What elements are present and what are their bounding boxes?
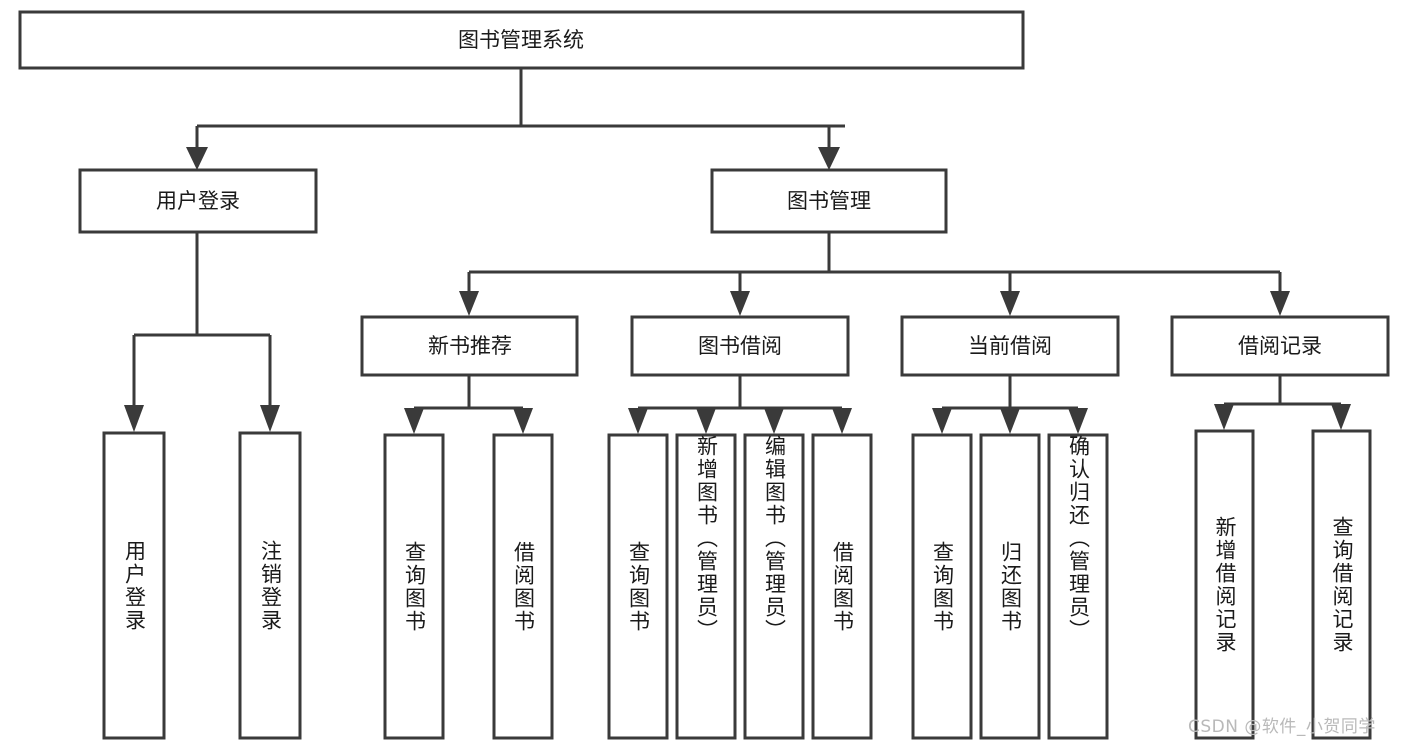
node-new-book-recommend[interactable]: 新书推荐: [360, 315, 579, 377]
leaf-box-bb-edit-book[interactable]: [743, 433, 805, 740]
connector-book-management-to-level3: [459, 232, 1290, 316]
node-current-borrow-label: 当前借阅: [968, 334, 1052, 358]
leaf-box-cb-confirm-return[interactable]: [1047, 433, 1109, 740]
node-book-borrow[interactable]: 图书借阅: [630, 315, 850, 377]
csdn-watermark: CSDN @软件_小贺同学: [1188, 717, 1376, 737]
connector-user-login-to-leaves: [124, 232, 280, 432]
leaf-box-bb-borrow-book[interactable]: [811, 433, 873, 740]
leaf-box-cb-return-book[interactable]: [979, 433, 1041, 740]
node-book-borrow-box: [630, 315, 850, 377]
leaf-box-bb-add-book[interactable]: [675, 433, 737, 740]
node-root-box: [18, 10, 1025, 70]
node-book-management[interactable]: 图书管理: [710, 168, 948, 234]
node-borrow-record[interactable]: 借阅记录: [1170, 315, 1390, 377]
node-book-management-box: [710, 168, 948, 234]
leaf-box-cb-query-book[interactable]: [911, 433, 973, 740]
connector-new-book-recommend-to-leaves: [404, 375, 533, 434]
node-book-borrow-label: 图书借阅: [698, 334, 782, 358]
leaf-box-nbr-query-book[interactable]: [383, 433, 445, 740]
leaf-box-nbr-borrow-book[interactable]: [492, 433, 554, 740]
node-root-book-management-system[interactable]: 图书管理系统: [18, 10, 1025, 70]
node-book-management-label: 图书管理: [787, 189, 871, 213]
node-borrow-record-box: [1170, 315, 1390, 377]
node-borrow-record-label: 借阅记录: [1238, 334, 1322, 358]
node-root-label: 图书管理系统: [458, 28, 584, 52]
node-new-book-recommend-box: [360, 315, 579, 377]
leaf-box-br-query-record[interactable]: [1311, 429, 1372, 740]
node-current-borrow-box: [900, 315, 1120, 377]
node-new-book-recommend-label: 新书推荐: [428, 334, 512, 358]
connector-root-to-level2: [186, 68, 845, 170]
leaf-box-logout[interactable]: [238, 431, 302, 740]
leaf-box-bb-query-book[interactable]: [607, 433, 669, 740]
connector-book-borrow-to-leaves: [628, 375, 852, 434]
leaf-box-user-login[interactable]: [102, 431, 166, 740]
node-user-login-box: [78, 168, 318, 234]
node-user-login[interactable]: 用户登录: [78, 168, 318, 234]
connector-borrow-record-to-leaves: [1214, 375, 1351, 430]
node-current-borrow[interactable]: 当前借阅: [900, 315, 1120, 377]
leaf-box-br-add-record[interactable]: [1194, 429, 1255, 740]
connector-current-borrow-to-leaves: [932, 375, 1088, 434]
node-user-login-label: 用户登录: [156, 189, 240, 213]
